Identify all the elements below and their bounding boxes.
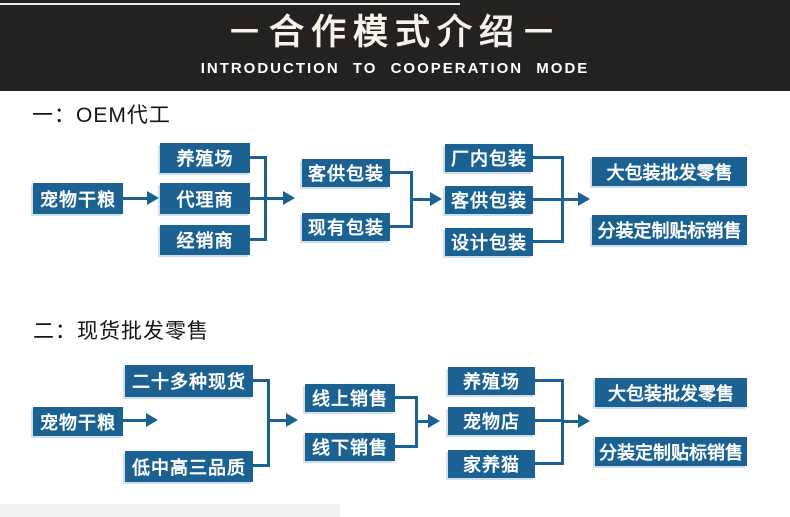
s2-node-twenty-stock-varieties: 二十多种现货 xyxy=(125,365,253,397)
s1-node-existing-packaging: 现有包装 xyxy=(302,213,390,241)
s2-node-bulk-wholesale-retail: 大包装批发零售 xyxy=(595,378,747,407)
s2-node-house-cat: 家养猫 xyxy=(448,450,535,478)
flow-arrowhead xyxy=(578,414,590,428)
s2-node-custom-label-sales: 分装定制贴标销售 xyxy=(595,437,747,466)
flow-arrowhead xyxy=(146,413,158,427)
s1-node-farm: 养殖场 xyxy=(160,143,250,173)
s1-node-factory-packaging: 厂内包装 xyxy=(445,144,533,172)
connector-line xyxy=(533,198,564,201)
connector-line xyxy=(533,240,564,243)
flow-arrowhead xyxy=(283,191,295,205)
connector-line xyxy=(561,420,578,423)
flow-arrowhead xyxy=(430,192,442,206)
connector-line xyxy=(390,225,413,228)
connector-line xyxy=(123,419,146,422)
s1-node-bulk-wholesale-retail: 大包装批发零售 xyxy=(592,157,747,186)
bottom-edge-artifact xyxy=(0,504,340,517)
connector-line xyxy=(535,379,564,382)
s2-node-three-quality-grades: 低中高三品质 xyxy=(125,451,253,482)
section1-heading: 一：OEM代工 xyxy=(32,104,171,127)
connector-line xyxy=(250,156,267,159)
s1-node-pet-dry-food: 宠物干粮 xyxy=(33,183,123,214)
connector-line xyxy=(253,379,270,382)
section2-heading: 二：现货批发零售 xyxy=(33,320,209,343)
s2-node-farm: 养殖场 xyxy=(448,367,535,395)
s2-node-pet-shop: 宠物店 xyxy=(448,407,535,435)
connector-line xyxy=(267,419,286,422)
flow-arrowhead xyxy=(147,191,159,205)
page-subtitle: INTRODUCTION TO COOPERATION MODE xyxy=(200,60,590,77)
s1-node-agent: 代理商 xyxy=(160,183,250,214)
connector-line xyxy=(535,419,564,422)
s2-node-pet-dry-food: 宠物干粮 xyxy=(33,407,123,436)
connector-line xyxy=(533,156,564,159)
s1-node-distributor: 经销商 xyxy=(160,225,250,255)
connector-elbow xyxy=(267,379,270,467)
connector-line xyxy=(390,171,413,174)
connector-line xyxy=(123,197,147,200)
s2-node-offline-sales: 线下销售 xyxy=(305,433,395,461)
s1-node-custom-label-sales: 分装定制贴标销售 xyxy=(592,215,747,245)
header-top-line xyxy=(0,3,460,5)
connector-line xyxy=(250,238,267,241)
connector-line xyxy=(395,445,418,448)
page-title: －合作模式介绍－ xyxy=(226,13,563,52)
connector-line xyxy=(415,420,428,423)
s1-node-customer-packaging-2: 客供包装 xyxy=(445,186,533,214)
s1-node-customer-packaging: 客供包装 xyxy=(302,159,390,187)
connector-line xyxy=(253,464,270,467)
connector-line xyxy=(250,197,283,200)
connector-line xyxy=(410,198,430,201)
s2-node-online-sales: 线上销售 xyxy=(305,384,395,412)
s1-node-design-packaging: 设计包装 xyxy=(445,228,533,256)
flow-arrowhead xyxy=(286,413,298,427)
connector-line xyxy=(395,396,418,399)
header-banner: －合作模式介绍－ INTRODUCTION TO COOPERATION MOD… xyxy=(0,0,790,91)
flow-arrowhead xyxy=(578,192,590,206)
connector-line xyxy=(561,198,578,201)
connector-line xyxy=(535,462,564,465)
flow-arrowhead xyxy=(428,414,440,428)
